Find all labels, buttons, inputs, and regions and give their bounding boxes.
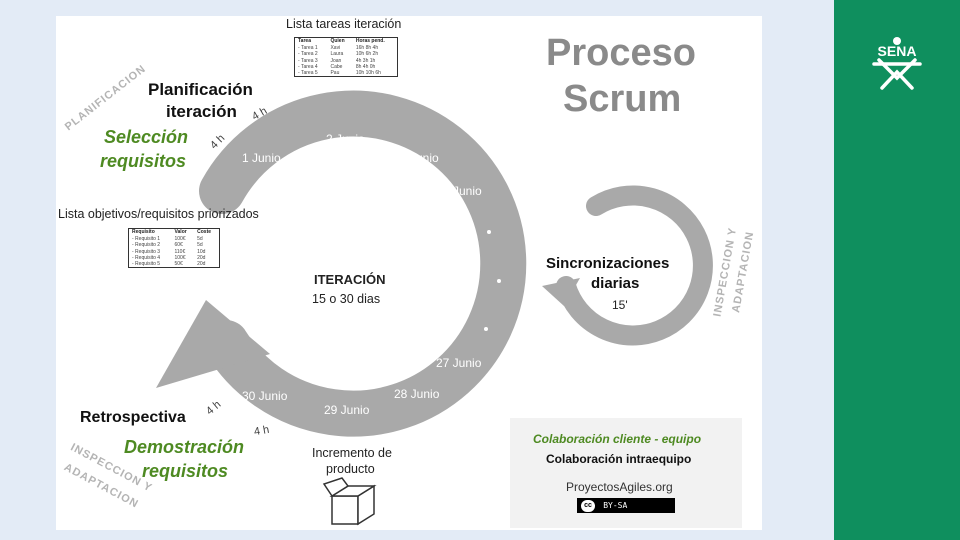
sena-sidebar: SENA: [834, 0, 960, 540]
table-cell: - Requisito 5: [132, 261, 161, 268]
req-list-caption: Lista objetivos/requisitos priorizados: [58, 207, 259, 221]
table-row: - Tarea 5 Pau 10h 10h 6h: [295, 70, 398, 77]
table-cell: - Tarea 4: [298, 63, 318, 70]
day-label-28: 28 Junio: [394, 387, 440, 401]
table-row: - Tarea 2 Laura 10h 6h 2h: [295, 51, 398, 57]
planning-title-line-1: Planificación: [148, 80, 253, 99]
table-cell: 10h 6h 2h: [355, 51, 379, 58]
table-cell: - Requisito 3: [132, 248, 161, 255]
task-table-header: Horas pend.: [355, 38, 385, 44]
table-cell: - Requisito 1: [132, 236, 161, 242]
day-label-27: 27 Junio: [436, 356, 482, 370]
selection-line-2: requisitos: [100, 151, 187, 171]
sena-logo-icon: SENA: [872, 37, 922, 90]
table-cell: 5d: [197, 236, 203, 242]
scrum-cycle-graphic: [156, 90, 713, 526]
table-cell: - Tarea 1: [298, 45, 318, 51]
table-cell: Pau: [330, 70, 340, 77]
table-cell: Laura: [330, 51, 344, 58]
daily-sync-arrowhead: [542, 278, 580, 306]
table-row: - Requisito 2 60€ 5d: [129, 242, 220, 248]
daily-sync-arc: [556, 185, 713, 346]
iteration-duration: 15 o 30 dias: [312, 292, 381, 306]
task-table: Tarea Quien Horas pend. - Tarea 1 Xavi 16h…: [294, 37, 398, 78]
day-label-4: 4 Junio: [443, 184, 482, 198]
table-cell: 10d: [197, 248, 206, 255]
demo-line-2: requisitos: [142, 461, 229, 481]
req-table-header: Coste: [197, 229, 212, 235]
product-box-icon: [322, 477, 377, 526]
retrospective-title: Retrospectiva: [80, 409, 186, 426]
site-name: ProyectosAgiles.org: [566, 480, 673, 494]
license-label: BY-SA: [603, 501, 628, 510]
cc-icon: cc: [581, 499, 595, 512]
table-row: - Tarea 4 Cabe 8h 4h 0h: [295, 64, 398, 70]
table-cell: 20d: [197, 261, 206, 268]
table-cell: 8h 4h 0h: [355, 63, 376, 70]
arc-dot-3: [484, 327, 488, 331]
sync-title-line-1: Sincronizaciones: [546, 255, 670, 272]
table-cell: - Tarea 3: [298, 57, 318, 64]
task-list-caption: Lista tareas iteración: [286, 17, 402, 31]
title-line-2: Scrum: [563, 78, 682, 120]
table-cell: 100€: [174, 236, 186, 242]
table-cell: - Tarea 5: [298, 70, 318, 77]
table-cell: 60€: [174, 242, 183, 249]
table-cell: 4h 3h 1h: [355, 57, 376, 64]
day-label-3: 3 Junio: [400, 151, 439, 165]
cc-license-badge: cc BY-SA: [577, 498, 675, 513]
table-cell: - Requisito 4: [132, 254, 161, 261]
iteration-arc: [199, 90, 527, 437]
table-cell: 16h 8h 4h: [355, 45, 379, 51]
scrum-diagram: Proceso Scrum Lista tareas iteración Tar…: [56, 16, 762, 530]
table-cell: Joan: [330, 57, 342, 64]
table-row: - Tarea 1 Xavi 16h 8h 4h: [295, 45, 398, 51]
table-cell: 20d: [197, 254, 206, 261]
table-row: - Requisito 4 100€ 20d: [129, 255, 220, 261]
sync-duration: 15': [612, 298, 628, 312]
day-label-29: 29 Junio: [324, 403, 370, 417]
collab-client: Colaboración cliente - equipo: [533, 432, 702, 446]
iteration-label: ITERACIÓN: [314, 272, 386, 287]
table-cell: 5d: [197, 242, 203, 249]
arc-dot-2: [497, 279, 501, 283]
increment-line-1: Incremento de: [312, 446, 392, 460]
table-cell: Cabe: [330, 63, 343, 70]
collab-team: Colaboración intraequipo: [546, 452, 692, 466]
table-row: - Requisito 1 100€ 5d: [129, 236, 220, 242]
table-cell: - Tarea 2: [298, 51, 318, 58]
increment-line-2: producto: [326, 462, 375, 476]
table-row: - Requisito 3 110€ 10d: [129, 249, 220, 255]
table-row: - Tarea 3 Joan 4h 3h 1h: [295, 58, 398, 64]
table-cell: 100€: [174, 254, 186, 261]
day-label-30: 30 Junio: [242, 389, 288, 403]
task-table-header: Quien: [330, 38, 345, 44]
title-line-1: Proceso: [546, 32, 696, 74]
table-row: - Requisito 5 50€ 20d: [129, 261, 220, 268]
sena-logo-text: SENA: [878, 43, 917, 59]
table-cell: 10h 10h 6h: [355, 70, 381, 77]
selection-line-1: Selección: [104, 127, 189, 147]
table-cell: 50€: [174, 261, 183, 268]
iteration-arrowhead: [156, 300, 270, 388]
req-table-header: Valor: [174, 229, 187, 235]
task-table-header: Tarea: [298, 38, 311, 44]
table-cell: - Requisito 2: [132, 242, 161, 249]
table-cell: 110€: [174, 248, 186, 255]
arc-dot-1: [487, 230, 491, 234]
table-cell: Xavi: [330, 45, 341, 51]
day-label-1: 1 Junio: [242, 151, 281, 165]
req-table-header: Requisito: [132, 229, 155, 235]
demo-line-1: Demostración: [124, 437, 245, 457]
planning-title-line-2: iteración: [166, 102, 237, 121]
day-label-2: 2 Junio: [326, 132, 365, 146]
sync-title-line-2: diarias: [591, 275, 640, 292]
